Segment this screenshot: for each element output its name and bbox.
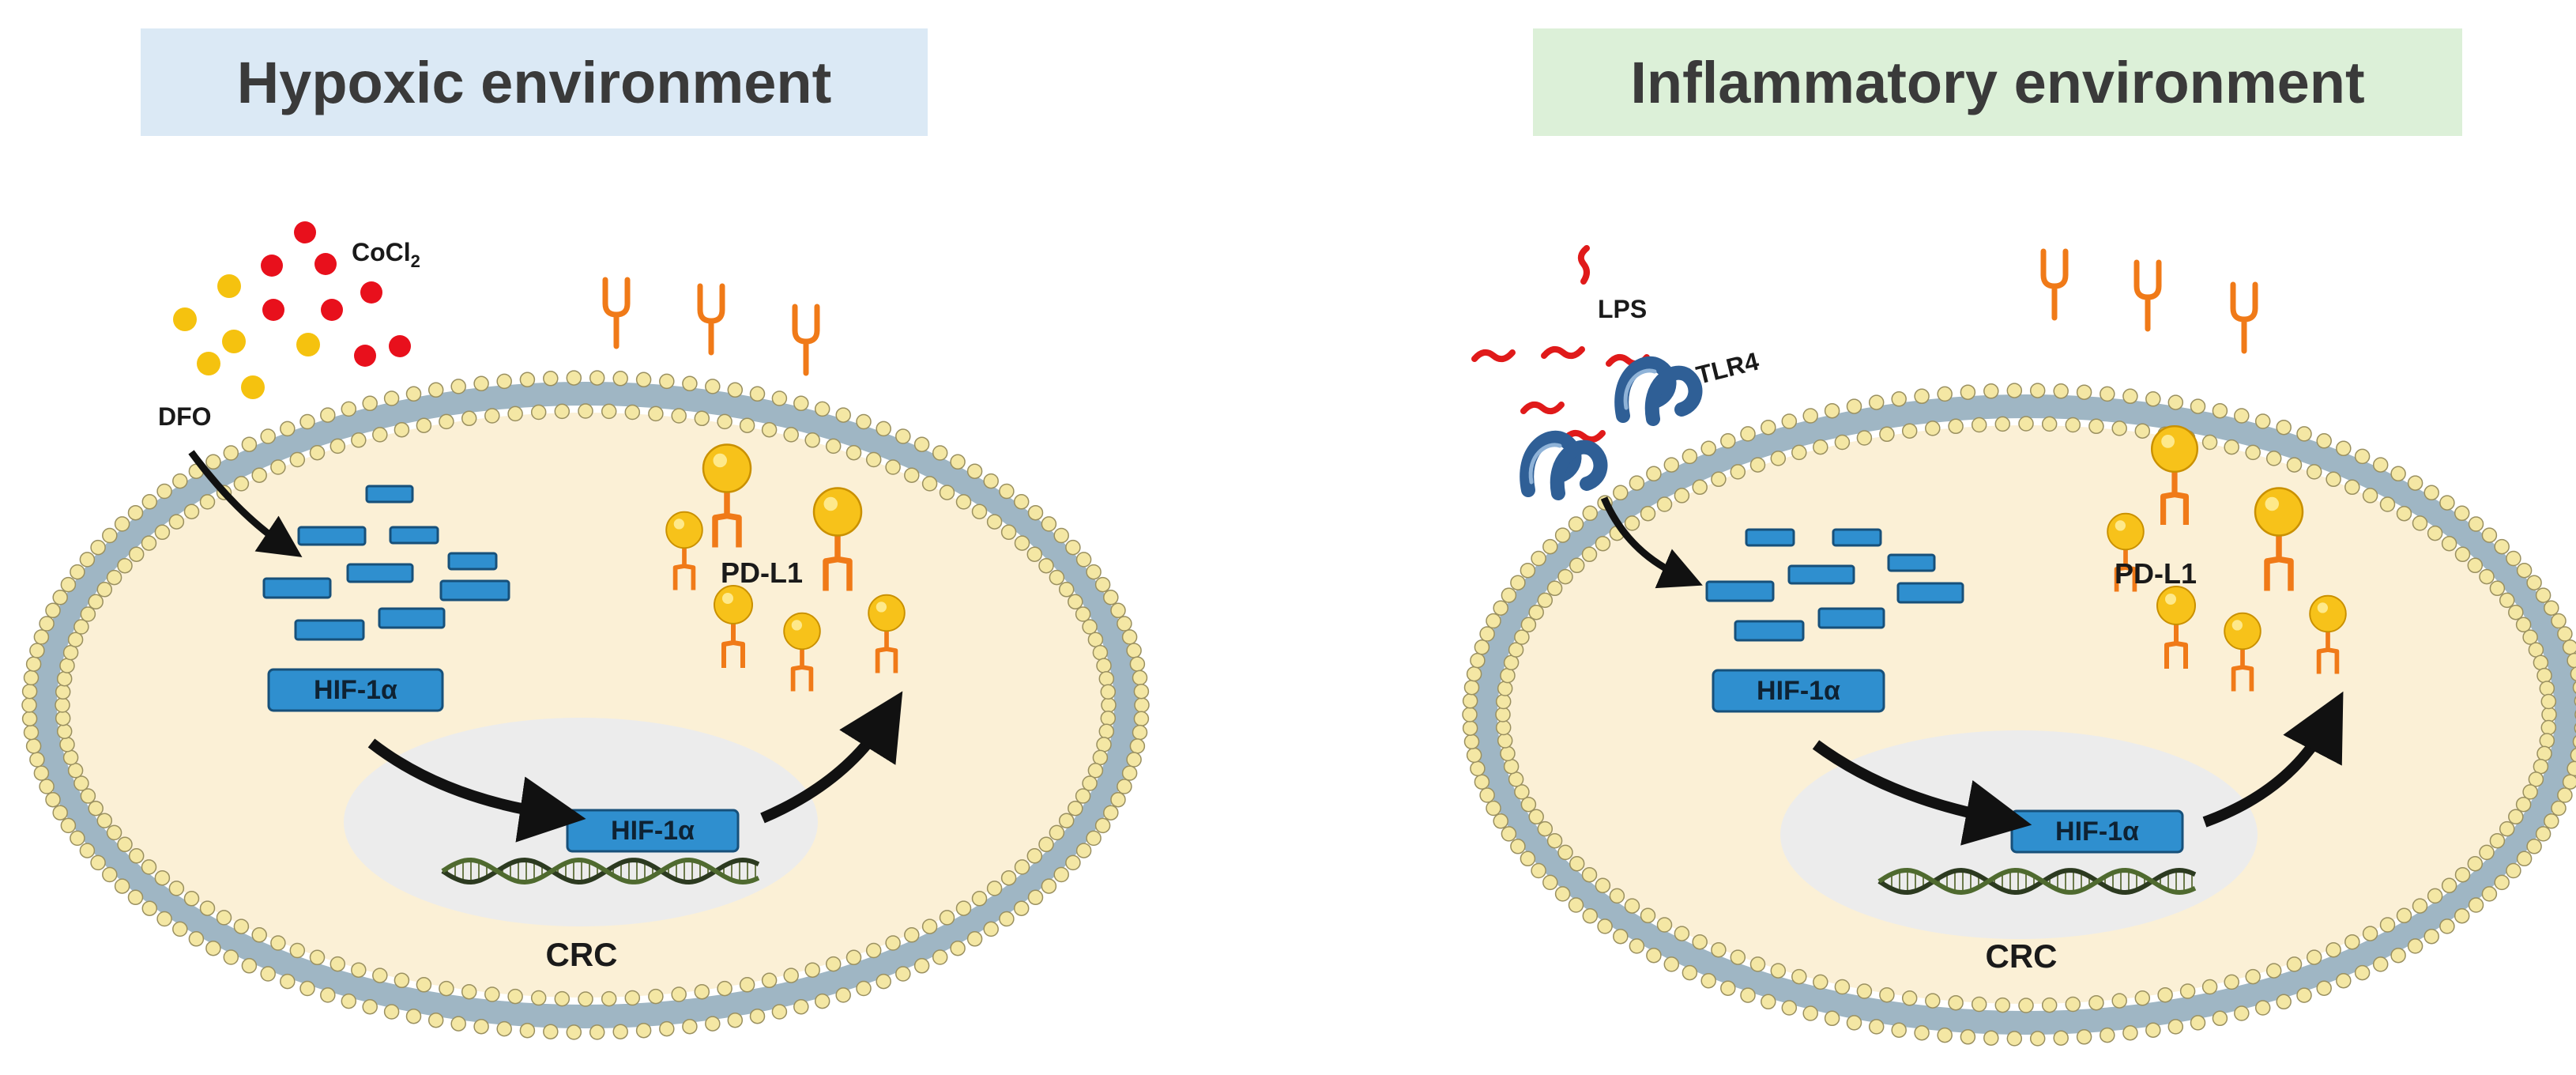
tlr4-receptor	[1614, 356, 1703, 426]
membrane-y-receptors-left	[602, 277, 820, 376]
pdl1-label-right: PD-L1	[2115, 557, 2197, 590]
y-receptor	[792, 304, 820, 376]
lps-label: LPS	[1598, 295, 1647, 323]
cocl2-label: CoCl2	[352, 238, 420, 271]
tlr4-receptors	[1520, 356, 1703, 500]
arrow-nucleus-to-pdl1-left	[760, 691, 903, 824]
pdl1-molecule	[702, 443, 752, 548]
arrow-hif-to-nucleus-right	[1812, 740, 2032, 846]
pdl1-molecules-left	[665, 443, 906, 692]
cocl2-dots	[261, 221, 411, 367]
dna-helix-left	[441, 857, 760, 885]
hypoxic-title: Hypoxic environment	[236, 49, 832, 115]
inflammatory-title: Inflammatory environment	[1630, 49, 2365, 115]
cell-left	[21, 370, 1150, 1040]
pdl1-molecules-right	[2107, 424, 2347, 692]
y-receptor	[697, 283, 725, 356]
hif1a-fragments-left	[262, 485, 510, 641]
arrow-dfo-to-hif-left	[188, 450, 303, 557]
hypoxic-panel: HIF-1α HIF-1α PD-L1	[21, 221, 1150, 1040]
hif1a-box-cytoplasm-left: HIF-1α	[267, 668, 444, 712]
pdl1-molecule	[665, 511, 703, 590]
pdl1-molecule	[2254, 487, 2304, 591]
dfo-label: DFO	[158, 402, 212, 431]
hif1a-label-cytoplasm-left: HIF-1α	[314, 675, 397, 705]
pdl1-molecule	[2156, 586, 2196, 669]
cell-right	[1462, 383, 2576, 1047]
pdl1-molecule	[812, 487, 863, 591]
pdl1-molecule	[783, 612, 821, 692]
hif1a-label-nucleus-right: HIF-1α	[2055, 817, 2139, 847]
hypoxic-title-banner: Hypoxic environment	[141, 28, 928, 136]
hif1a-label-nucleus-left: HIF-1α	[611, 816, 695, 846]
pdl1-molecule	[2309, 594, 2347, 674]
pdl1-molecule	[714, 585, 753, 668]
inflammatory-title-banner: Inflammatory environment	[1533, 28, 2462, 136]
hif1a-fragments-right	[1705, 528, 1964, 642]
pdl1-molecule	[868, 594, 906, 673]
y-receptor	[2133, 259, 2162, 332]
y-receptor	[602, 277, 631, 349]
pdl1-molecule	[2150, 424, 2199, 526]
y-receptor	[2040, 248, 2069, 321]
arrow-hif-to-nucleus-left	[367, 738, 586, 843]
pdl1-molecule	[2107, 512, 2145, 592]
arrow-tlr4-to-hif-right	[1600, 496, 1703, 589]
tlr4-label: TLR4	[1693, 346, 1762, 389]
tlr4-receptor	[1520, 430, 1608, 500]
inflammatory-panel: HIF-1α HIF-1α PD-L1	[1462, 245, 2576, 1047]
dna-helix-right	[1877, 867, 2197, 896]
hif1a-box-cytoplasm-right: HIF-1α	[1712, 669, 1885, 713]
y-receptor	[2230, 281, 2258, 354]
pdl1-label-left: PD-L1	[721, 556, 803, 589]
hif1a-box-nucleus-left: HIF-1α	[566, 809, 740, 853]
membrane-y-receptors-right	[2040, 248, 2258, 354]
arrow-nucleus-to-pdl1-right	[2202, 691, 2344, 828]
pdl1-molecule	[2224, 612, 2262, 692]
hif1a-label-cytoplasm-right: HIF-1α	[1757, 676, 1840, 706]
dfo-dots	[173, 274, 320, 399]
hif1a-box-nucleus-right: HIF-1α	[2010, 809, 2184, 854]
crc-label-right: CRC	[1986, 937, 2058, 975]
crc-label-left: CRC	[546, 936, 618, 973]
